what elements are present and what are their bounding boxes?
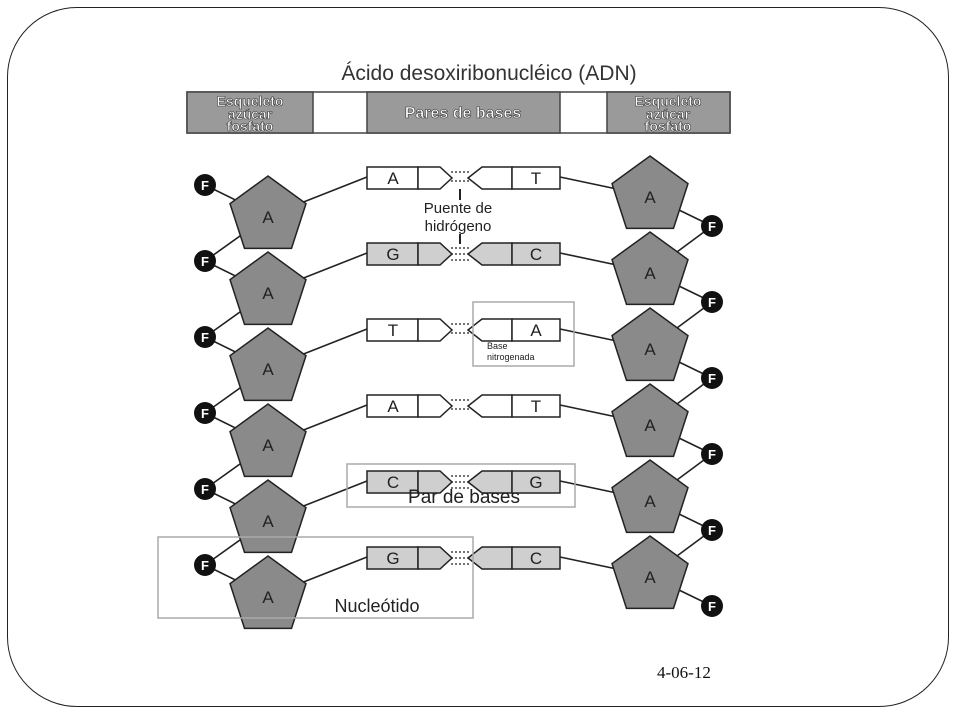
legend-left-line2: azúcar bbox=[228, 106, 273, 122]
sugar-left-label-2: A bbox=[262, 284, 274, 303]
phosphate-right-label-3: F bbox=[708, 371, 716, 386]
base-left-letter-6: G bbox=[386, 549, 399, 568]
sugar-left-2 bbox=[229, 251, 307, 326]
phosphate-right-5 bbox=[701, 519, 723, 541]
sugar-right-3 bbox=[611, 307, 689, 382]
phosphate-left-label-2: F bbox=[201, 254, 209, 269]
phosphate-right-label-5: F bbox=[708, 523, 716, 538]
base-right-letter-4: T bbox=[531, 397, 541, 416]
nitrogen-base-label-line1: Base bbox=[487, 341, 508, 351]
legend-center bbox=[366, 91, 561, 134]
phosphate-left-label-5: F bbox=[201, 482, 209, 497]
phosphate-right-2 bbox=[701, 291, 723, 313]
phosphate-left-3 bbox=[194, 326, 216, 348]
phosphate-left-label-6: F bbox=[201, 558, 209, 573]
base-left-letter-2: G bbox=[386, 245, 399, 264]
phosphate-right-6 bbox=[701, 595, 723, 617]
phosphate-right-1 bbox=[701, 215, 723, 237]
base-right-letter-5: G bbox=[529, 473, 542, 492]
sugar-right-6 bbox=[611, 535, 689, 610]
phosphate-right-3 bbox=[701, 367, 723, 389]
sugar-left-3 bbox=[229, 327, 307, 402]
legend-right-line3: fosfato bbox=[645, 118, 692, 134]
sugar-left-label-4: A bbox=[262, 436, 274, 455]
hydrogen-bond-5 bbox=[417, 470, 513, 494]
legend-left-line1: Esqueleto bbox=[217, 93, 284, 109]
sugar-left-1 bbox=[229, 175, 307, 250]
base-right-4 bbox=[511, 394, 561, 418]
base-right-letter-1: T bbox=[531, 169, 541, 188]
nitrogen-base-label-line2: nitrogenada bbox=[487, 352, 535, 362]
base-pair-label: Par de bases bbox=[408, 487, 520, 508]
annotations: Puente de hidrógeno Base nitrogenada Par… bbox=[157, 189, 576, 619]
phosphate-left-2 bbox=[194, 250, 216, 272]
sugar-right-4 bbox=[611, 383, 689, 458]
dna-strands: A T A A F F G C A A F F T A A A F F A T A A F F C G A A F F G C A A F F bbox=[194, 155, 723, 630]
phosphate-right-label-2: F bbox=[708, 295, 716, 310]
sugar-right-5 bbox=[611, 459, 689, 534]
base-right-letter-3: A bbox=[530, 321, 542, 340]
nucleotide-box bbox=[157, 536, 474, 619]
base-pair-box bbox=[346, 463, 576, 508]
sugar-left-label-6: A bbox=[262, 588, 274, 607]
phosphate-right-label-6: F bbox=[708, 599, 716, 614]
sugar-left-label-3: A bbox=[262, 360, 274, 379]
legend-right-line1: Esqueleto bbox=[635, 93, 702, 109]
base-right-letter-2: C bbox=[530, 245, 542, 264]
base-left-letter-5: C bbox=[387, 473, 399, 492]
phosphate-left-1 bbox=[194, 174, 216, 196]
legend-right-line2: azúcar bbox=[646, 106, 691, 122]
base-right-1 bbox=[511, 166, 561, 190]
hydrogen-bond-label-line2: hidrógeno bbox=[425, 218, 492, 235]
phosphate-left-4 bbox=[194, 402, 216, 424]
sugar-right-1 bbox=[611, 155, 689, 230]
sugar-right-label-3: A bbox=[644, 340, 656, 359]
base-right-5 bbox=[511, 470, 561, 494]
sugar-left-4 bbox=[229, 403, 307, 478]
legend-left-backbone bbox=[186, 91, 314, 134]
base-right-3 bbox=[511, 318, 561, 342]
nitrogen-base-box bbox=[472, 301, 575, 367]
slide-date: 4-06-12 bbox=[657, 663, 711, 682]
sugar-right-label-1: A bbox=[644, 188, 656, 207]
hydrogen-bond-1 bbox=[417, 166, 513, 190]
base-right-letter-6: C bbox=[530, 549, 542, 568]
sugar-right-label-2: A bbox=[644, 264, 656, 283]
nucleotide-label: Nucleótido bbox=[334, 596, 419, 616]
phosphate-right-4 bbox=[701, 443, 723, 465]
hydrogen-bond-3 bbox=[417, 318, 513, 342]
sugar-left-label-5: A bbox=[262, 512, 274, 531]
phosphate-left-5 bbox=[194, 478, 216, 500]
phosphate-left-6 bbox=[194, 554, 216, 576]
base-right-6 bbox=[511, 546, 561, 570]
diagram-title: Ácido desoxiribonucléico (ADN) bbox=[341, 62, 636, 85]
legend-right-backbone bbox=[606, 91, 731, 134]
base-right-2 bbox=[511, 242, 561, 266]
hydrogen-bond-4 bbox=[417, 394, 513, 418]
hydrogen-bond-label-line1: Puente de bbox=[424, 200, 492, 217]
hydrogen-bond-6 bbox=[417, 546, 513, 570]
sugar-right-label-4: A bbox=[644, 416, 656, 435]
legend-left-line3: fosfato bbox=[227, 118, 274, 134]
base-left-letter-3: T bbox=[388, 321, 398, 340]
phosphate-left-label-4: F bbox=[201, 406, 209, 421]
sugar-left-6 bbox=[229, 555, 307, 630]
legend-bar: Esqueleto azúcar fosfato Pares de bases … bbox=[186, 91, 731, 134]
sugar-right-label-5: A bbox=[644, 492, 656, 511]
hydrogen-bond-2 bbox=[417, 242, 513, 266]
sugar-left-5 bbox=[229, 479, 307, 554]
sugar-right-label-6: A bbox=[644, 568, 656, 587]
base-left-letter-1: A bbox=[387, 169, 399, 188]
sugar-left-label-1: A bbox=[262, 208, 274, 227]
legend-center-label: Pares de bases bbox=[405, 105, 522, 122]
phosphate-left-label-3: F bbox=[201, 330, 209, 345]
phosphate-right-label-1: F bbox=[708, 219, 716, 234]
phosphate-right-label-4: F bbox=[708, 447, 716, 462]
sugar-right-2 bbox=[611, 231, 689, 306]
phosphate-left-label-1: F bbox=[201, 178, 209, 193]
base-left-letter-4: A bbox=[387, 397, 399, 416]
